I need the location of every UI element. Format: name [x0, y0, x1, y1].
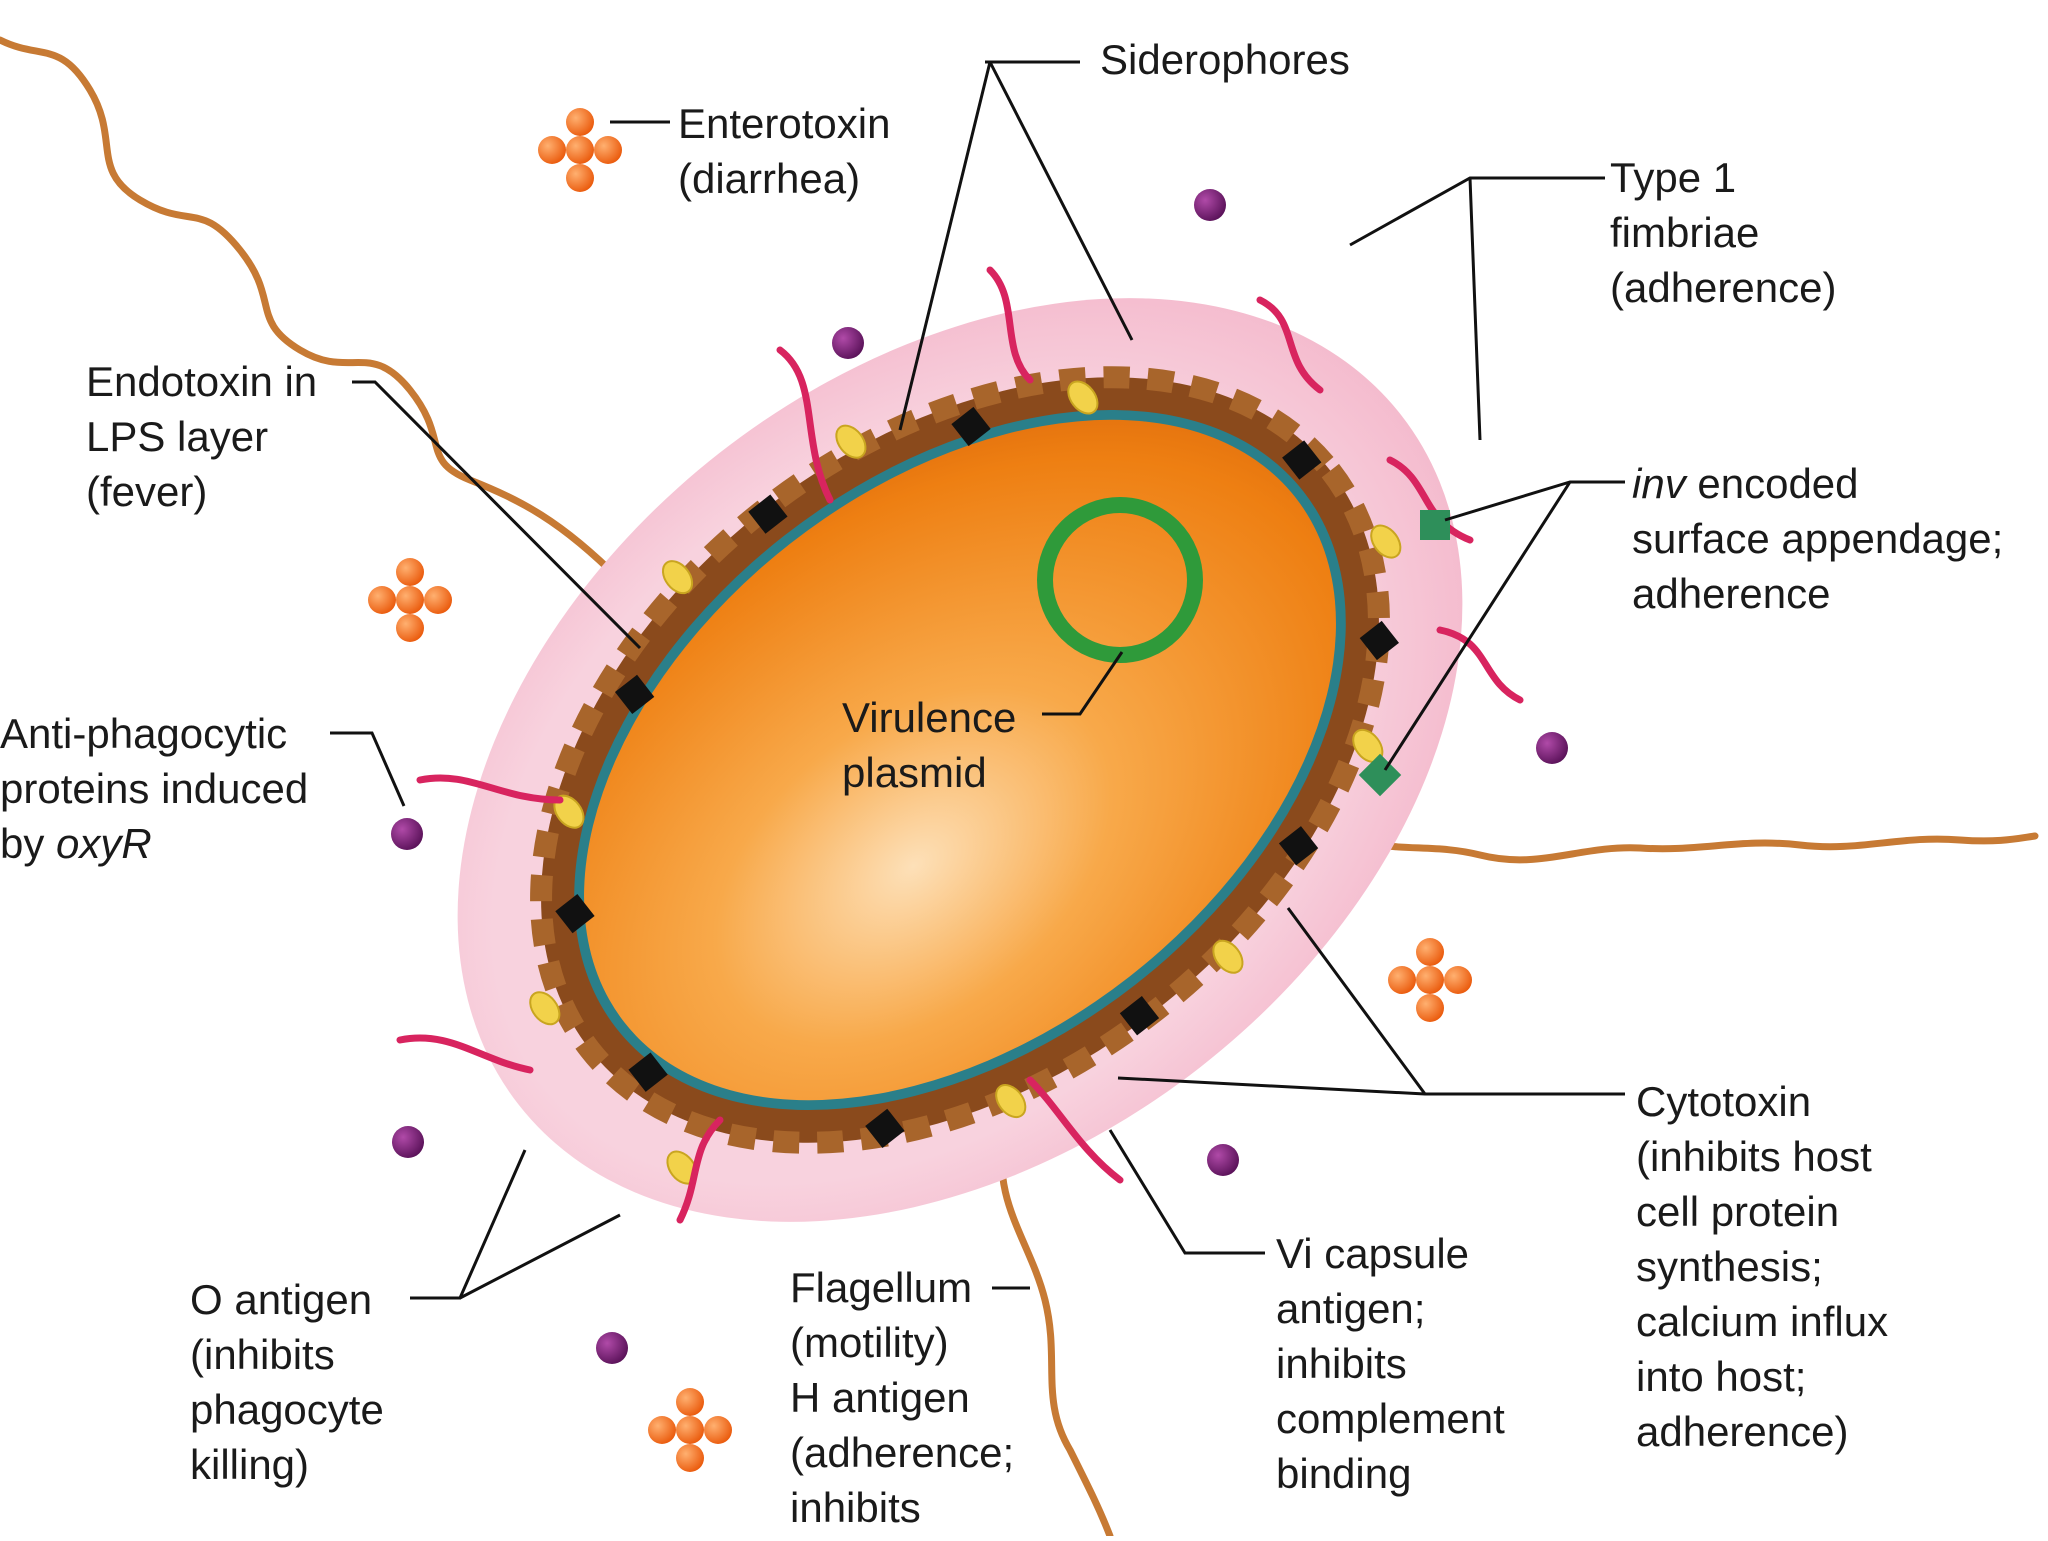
- cytoplasm: [584, 419, 1336, 1101]
- leader-o-antigen: [410, 1149, 621, 1300]
- label-anti-phagocytic-line1: Anti-phagocytic: [0, 710, 288, 757]
- label-anti-phagocytic-line2: proteins induced: [0, 765, 309, 812]
- label-virulence-plasmid-line1: Virulence: [842, 694, 1017, 741]
- anti-phagocytic-protein-dots: [391, 189, 1568, 1364]
- leader-anti-phagocytic: [330, 731, 406, 807]
- label-cytotoxin-line1: Cytotoxin: [1636, 1078, 1812, 1125]
- label-cytotoxin-line5: calcium influx: [1636, 1298, 1889, 1345]
- leader-lines: [330, 60, 1625, 1300]
- label-endotoxin-line2: LPS layer: [86, 413, 269, 460]
- label-cytotoxin-line4: synthesis;: [1636, 1243, 1823, 1290]
- label-inv-line1-rest: encoded: [1685, 460, 1859, 507]
- label-vi-capsule-line1: Vi capsule: [1276, 1230, 1470, 1277]
- leader-virulence-plasmid: [1042, 651, 1124, 716]
- label-anti-phagocytic: Anti-phagocytic proteins induced by oxyR: [0, 706, 308, 871]
- label-siderophores-text: Siderophores: [1100, 36, 1350, 83]
- label-inv-line3: adherence: [1632, 570, 1831, 617]
- label-cytotoxin-line7: adherence): [1636, 1408, 1849, 1455]
- label-o-antigen-line1: O antigen: [190, 1276, 373, 1323]
- label-flagellum-line3: H antigen: [790, 1374, 970, 1421]
- label-type1-fimbriae-line1: Type 1: [1610, 154, 1737, 201]
- leader-endotoxin: [352, 380, 642, 650]
- flagellum-upper-left: [0, 36, 624, 584]
- label-flagellum-line4: (adherence;: [790, 1429, 1015, 1476]
- label-flagellum: Flagellum (motility) H antigen (adherenc…: [790, 1260, 1014, 1535]
- label-cytotoxin-line6: into host;: [1636, 1353, 1807, 1400]
- label-inv-line2: surface appendage;: [1632, 515, 2004, 562]
- label-type1-fimbriae: Type 1 fimbriae (adherence): [1610, 150, 1836, 315]
- label-endotoxin-line1: Endotoxin in: [86, 358, 318, 405]
- label-vi-capsule-line3: inhibits: [1276, 1340, 1407, 1387]
- label-anti-phagocytic-line3: by oxyR: [0, 816, 308, 871]
- label-siderophores: Siderophores: [1100, 32, 1350, 87]
- label-cytotoxin: Cytotoxin (inhibits host cell protein sy…: [1636, 1074, 1888, 1459]
- label-virulence-plasmid-line2: plasmid: [842, 749, 987, 796]
- label-enterotoxin: Enterotoxin (diarrhea): [678, 96, 890, 206]
- label-enterotoxin-line2: (diarrhea): [678, 155, 861, 202]
- label-inv-appendage: inv encoded surface appendage; adherence: [1632, 456, 2003, 621]
- label-o-antigen-line3: phagocyte: [190, 1386, 384, 1433]
- label-endotoxin-line3: (fever): [86, 468, 208, 515]
- label-anti-phagocytic-oxyr: oxyR: [56, 820, 152, 867]
- label-type1-fimbriae-line2: fimbriae: [1610, 209, 1760, 256]
- label-o-antigen-line4: killing): [190, 1441, 310, 1488]
- label-anti-phagocytic-by: by: [0, 820, 57, 867]
- leader-vi-capsule: [1108, 1129, 1265, 1255]
- leader-type1-fimbriae: [1349, 176, 1605, 441]
- label-flagellum-line1: Flagellum: [790, 1264, 973, 1311]
- label-vi-capsule-line5: binding: [1276, 1450, 1412, 1497]
- cell: [457, 298, 1463, 1222]
- inv-surface-appendage-markers: [1358, 510, 1450, 797]
- type1-fimbriae: [396, 266, 1524, 1224]
- label-virulence-plasmid: Virulence plasmid: [842, 690, 1016, 800]
- label-flagellum-line5: inhibits: [790, 1484, 921, 1531]
- label-type1-fimbriae-line3: (adherence): [1610, 264, 1837, 311]
- flagellum-bottom: [998, 1126, 1114, 1540]
- flagella: [0, 36, 2039, 1540]
- label-endotoxin: Endotoxin in LPS layer (fever): [86, 354, 317, 519]
- flagellum-right: [1296, 816, 2039, 864]
- label-flagellum-line2: (motility): [790, 1319, 949, 1366]
- siderophore-markers: [555, 406, 1399, 1149]
- label-cytotoxin-line2: (inhibits host: [1636, 1133, 1872, 1180]
- leader-siderophores: [898, 60, 1134, 431]
- label-vi-capsule: Vi capsule antigen; inhibits complement …: [1276, 1226, 1505, 1501]
- label-o-antigen-line2: (inhibits: [190, 1331, 335, 1378]
- label-vi-capsule-line4: complement: [1276, 1395, 1505, 1442]
- enterotoxin-clusters: [368, 108, 1472, 1472]
- leader-inv: [1383, 480, 1625, 771]
- leader-cytotoxin: [1117, 907, 1625, 1096]
- o-antigen-markers: [529, 380, 1402, 1185]
- label-vi-capsule-line2: antigen;: [1276, 1285, 1426, 1332]
- label-enterotoxin-line1: Enterotoxin: [678, 100, 891, 147]
- label-inv-italic: inv: [1632, 460, 1686, 507]
- label-o-antigen: O antigen (inhibits phagocyte killing): [190, 1272, 384, 1492]
- label-cytotoxin-line3: cell protein: [1636, 1188, 1840, 1235]
- label-inv-line1: inv encoded: [1632, 456, 2003, 511]
